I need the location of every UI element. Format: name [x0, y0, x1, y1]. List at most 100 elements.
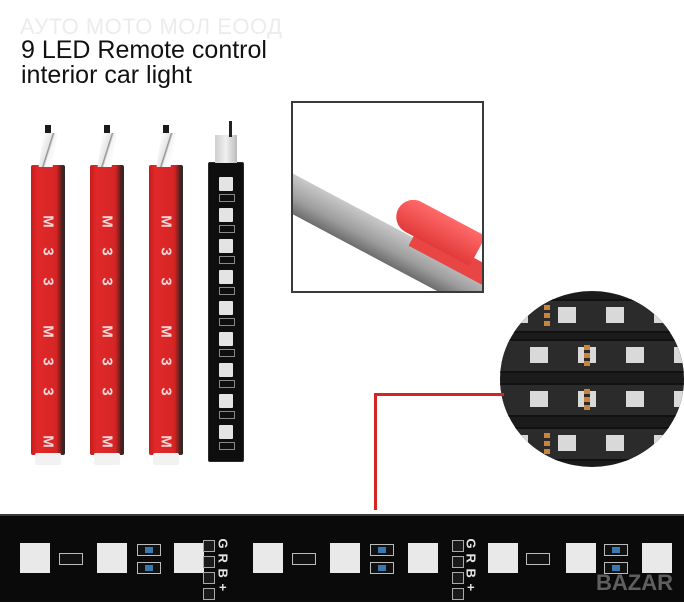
resistor: [219, 256, 235, 264]
resistor: [604, 562, 628, 574]
resistor: [292, 553, 316, 565]
title-line-2: interior car light: [21, 61, 192, 89]
led-chip: [510, 435, 528, 451]
led-chip: [510, 307, 528, 323]
led-chip: [253, 543, 283, 573]
solder-pad: [452, 572, 464, 584]
strip-label: 3: [39, 247, 57, 256]
led-chip: [558, 435, 576, 451]
wire-icon: [215, 121, 237, 163]
led-chip: [530, 347, 548, 363]
strip-label: 3: [157, 247, 175, 256]
led-chip: [330, 543, 360, 573]
strip-label: 3: [98, 247, 116, 256]
red-adhesive-strip-3: M 3 3 M 3 3 M: [149, 125, 183, 465]
led-chip: [674, 347, 684, 363]
solder-pad: [452, 588, 464, 600]
led-chip: [219, 301, 233, 315]
solder-pad: [452, 540, 464, 552]
led-chip: [219, 332, 233, 346]
solder-pad-column: [452, 540, 464, 604]
pin-label: R: [463, 553, 479, 563]
strip-label: 3: [39, 387, 57, 396]
strip-label: M: [157, 325, 175, 338]
resistor: [219, 411, 235, 419]
strip-label: M: [157, 435, 175, 448]
magnified-strip-row: [500, 339, 684, 373]
pin-label: B: [463, 568, 479, 578]
solder-pad: [584, 389, 590, 411]
pin-label: G: [215, 538, 231, 549]
red-adhesive-strip-1: M 3 3 M 3 3 M: [31, 125, 65, 465]
resistor: [219, 380, 235, 388]
led-chip: [219, 425, 233, 439]
led-chip: [558, 307, 576, 323]
wire-icon: [155, 125, 179, 167]
led-chip: [654, 435, 672, 451]
solder-pad: [203, 540, 215, 552]
magnified-strip-row: [500, 299, 684, 333]
strip-label: M: [39, 215, 57, 228]
solder-pad: [584, 345, 590, 367]
strip-label: M: [157, 215, 175, 228]
led-chip: [488, 543, 518, 573]
pin-label: +: [463, 583, 479, 592]
callout-line-horizontal: [374, 393, 504, 396]
resistor: [604, 544, 628, 556]
solder-pad: [544, 305, 550, 327]
led-chip: [219, 363, 233, 377]
resistor: [370, 562, 394, 574]
pin-label: B: [215, 568, 231, 578]
resistor: [219, 349, 235, 357]
title-line-1: 9 LED Remote control: [21, 36, 267, 64]
led-chip: [97, 543, 127, 573]
resistor: [59, 553, 83, 565]
led-chip: [642, 543, 672, 573]
resistor: [137, 562, 161, 574]
strip-label: 3: [157, 277, 175, 286]
strip-label: 3: [98, 357, 116, 366]
strip-label: M: [98, 215, 116, 228]
pin-label: R: [215, 553, 231, 563]
led-chip: [219, 208, 233, 222]
black-led-strip: [208, 121, 244, 462]
strip-label: M: [39, 325, 57, 338]
resistor: [219, 287, 235, 295]
strip-label: M: [98, 435, 116, 448]
led-chip: [606, 435, 624, 451]
resistor: [137, 544, 161, 556]
led-chip: [219, 270, 233, 284]
wire-icon: [96, 125, 120, 167]
led-chip: [606, 307, 624, 323]
led-chip: [530, 391, 548, 407]
resistor: [219, 194, 235, 202]
led-chip: [408, 543, 438, 573]
solder-pad: [203, 556, 215, 568]
led-chip: [626, 391, 644, 407]
resistor: [219, 225, 235, 233]
callout-line-vertical: [374, 393, 377, 510]
magnified-strip-row: [500, 383, 684, 417]
red-adhesive-strip-2: M 3 3 M 3 3 M: [90, 125, 124, 465]
strip-label: M: [39, 435, 57, 448]
watermark-company: АУТО МОТО МОЛ ЕООД: [20, 14, 283, 39]
resistor: [219, 442, 235, 450]
solder-pad: [203, 572, 215, 584]
solder-pad-column: [203, 540, 215, 604]
bottom-led-strip: G R B + G R B +: [0, 514, 684, 602]
magnified-strip-row: [500, 427, 684, 461]
adhesive-closeup-inset: [291, 101, 484, 293]
led-chip: [219, 177, 233, 191]
resistor: [526, 553, 550, 565]
pin-label: G: [463, 538, 479, 549]
led-magnifier-closeup: [500, 291, 684, 467]
led-chip: [674, 391, 684, 407]
pin-labels-2: G R B +: [463, 536, 479, 596]
pin-label: +: [215, 583, 231, 592]
led-chip: [174, 543, 204, 573]
solder-pad: [203, 588, 215, 600]
strip-label: 3: [157, 387, 175, 396]
strip-label: 3: [98, 387, 116, 396]
led-chip: [20, 543, 50, 573]
solder-pad: [452, 556, 464, 568]
